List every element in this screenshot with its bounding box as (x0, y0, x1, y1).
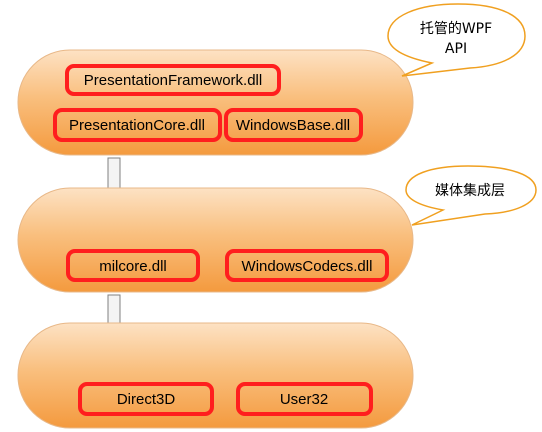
component-label: WindowsCodecs.dll (242, 258, 373, 275)
component-box (78, 382, 214, 416)
component-label: PresentationFramework.dll (84, 72, 262, 89)
callout-bubble (387, 3, 526, 77)
layer-managed-wpf: PresentationFramework.dll PresentationCo… (17, 49, 414, 156)
component-label: Direct3D (117, 391, 176, 408)
component-box (236, 382, 373, 416)
component-label: WindowsBase.dll (236, 117, 350, 134)
component-label: User32 (280, 391, 328, 408)
component-box (224, 108, 363, 142)
callout-text: 媒体集成层 (435, 182, 505, 199)
layer-media-integration-background (17, 187, 414, 293)
layer-system: Direct3D User32 (17, 322, 414, 429)
component-label: milcore.dll (99, 258, 167, 275)
component-label: PresentationCore.dll (69, 117, 205, 134)
callout-media-integration-layer: 媒体集成层 (405, 165, 537, 226)
layer-media-integration: milcore.dll WindowsCodecs.dll (17, 187, 414, 293)
component-box (53, 108, 222, 142)
callout-bubble (405, 165, 537, 226)
component-box (225, 249, 389, 282)
callout-text: 托管的WPF (420, 21, 492, 37)
layer-system-background (17, 322, 414, 429)
component-box (65, 64, 281, 96)
layer-managed-wpf-background (17, 49, 414, 156)
callout-text: API (445, 41, 467, 57)
component-box (66, 249, 200, 282)
callout-managed-wpf-api: 托管的WPF API (387, 3, 526, 77)
